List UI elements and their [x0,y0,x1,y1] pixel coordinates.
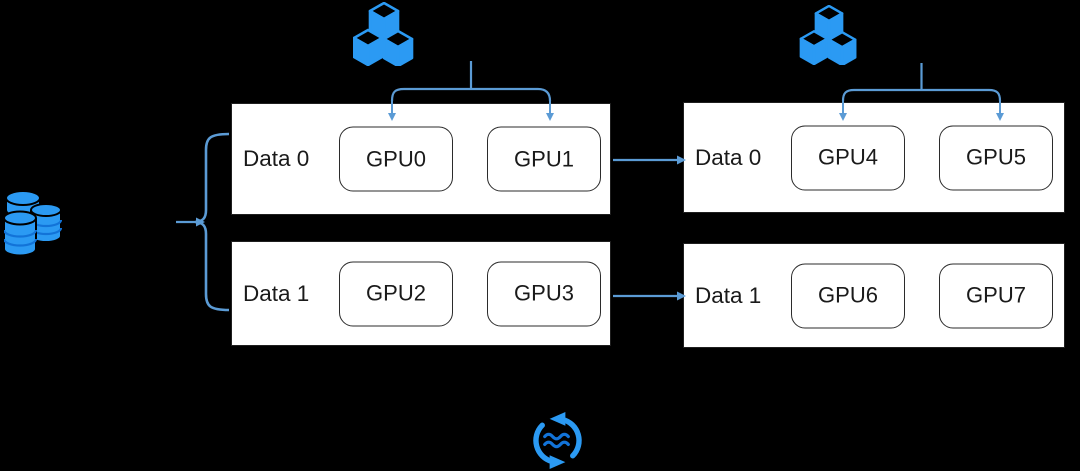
model-cubes-icon [799,5,857,65]
gpu-chip: GPU7 [939,263,1053,328]
data-split-brace [194,132,230,312]
data-row-label: Data 1 [243,280,310,306]
worker-row-stage1-data0: Data 0 GPU4 GPU5 [683,102,1065,213]
gpu-chip: GPU2 [339,261,453,326]
gpu-chip: GPU5 [939,125,1053,190]
data-row-label: Data 0 [243,146,310,171]
gpu-chip: GPU6 [791,263,905,328]
data-row-label: Data 1 [695,282,762,308]
data-row-label: Data 0 [695,144,762,170]
gpu-chip: GPU4 [791,125,905,190]
stage0-to-stage1-arrow-row0 [613,155,686,165]
gpu-chip: GPU1 [487,126,601,192]
database-stack-icon [4,190,62,257]
sync-arrows-icon [533,411,582,470]
dataset-to-split-arrow [176,217,205,227]
db-cylinder-front [4,210,38,257]
gpu-chip: GPU3 [487,261,601,326]
gpu-chip: GPU0 [339,126,453,192]
stage0-to-stage1-arrow-row1 [613,291,686,301]
worker-row-stage1-data1: Data 1 GPU6 GPU7 [683,243,1065,348]
worker-row-stage0-data0: Data 0 GPU0 GPU1 [231,103,611,215]
db-cylinder-right [29,203,62,243]
model-cubes-icon [353,2,414,66]
worker-row-stage0-data1: Data 1 GPU2 GPU3 [231,241,611,346]
